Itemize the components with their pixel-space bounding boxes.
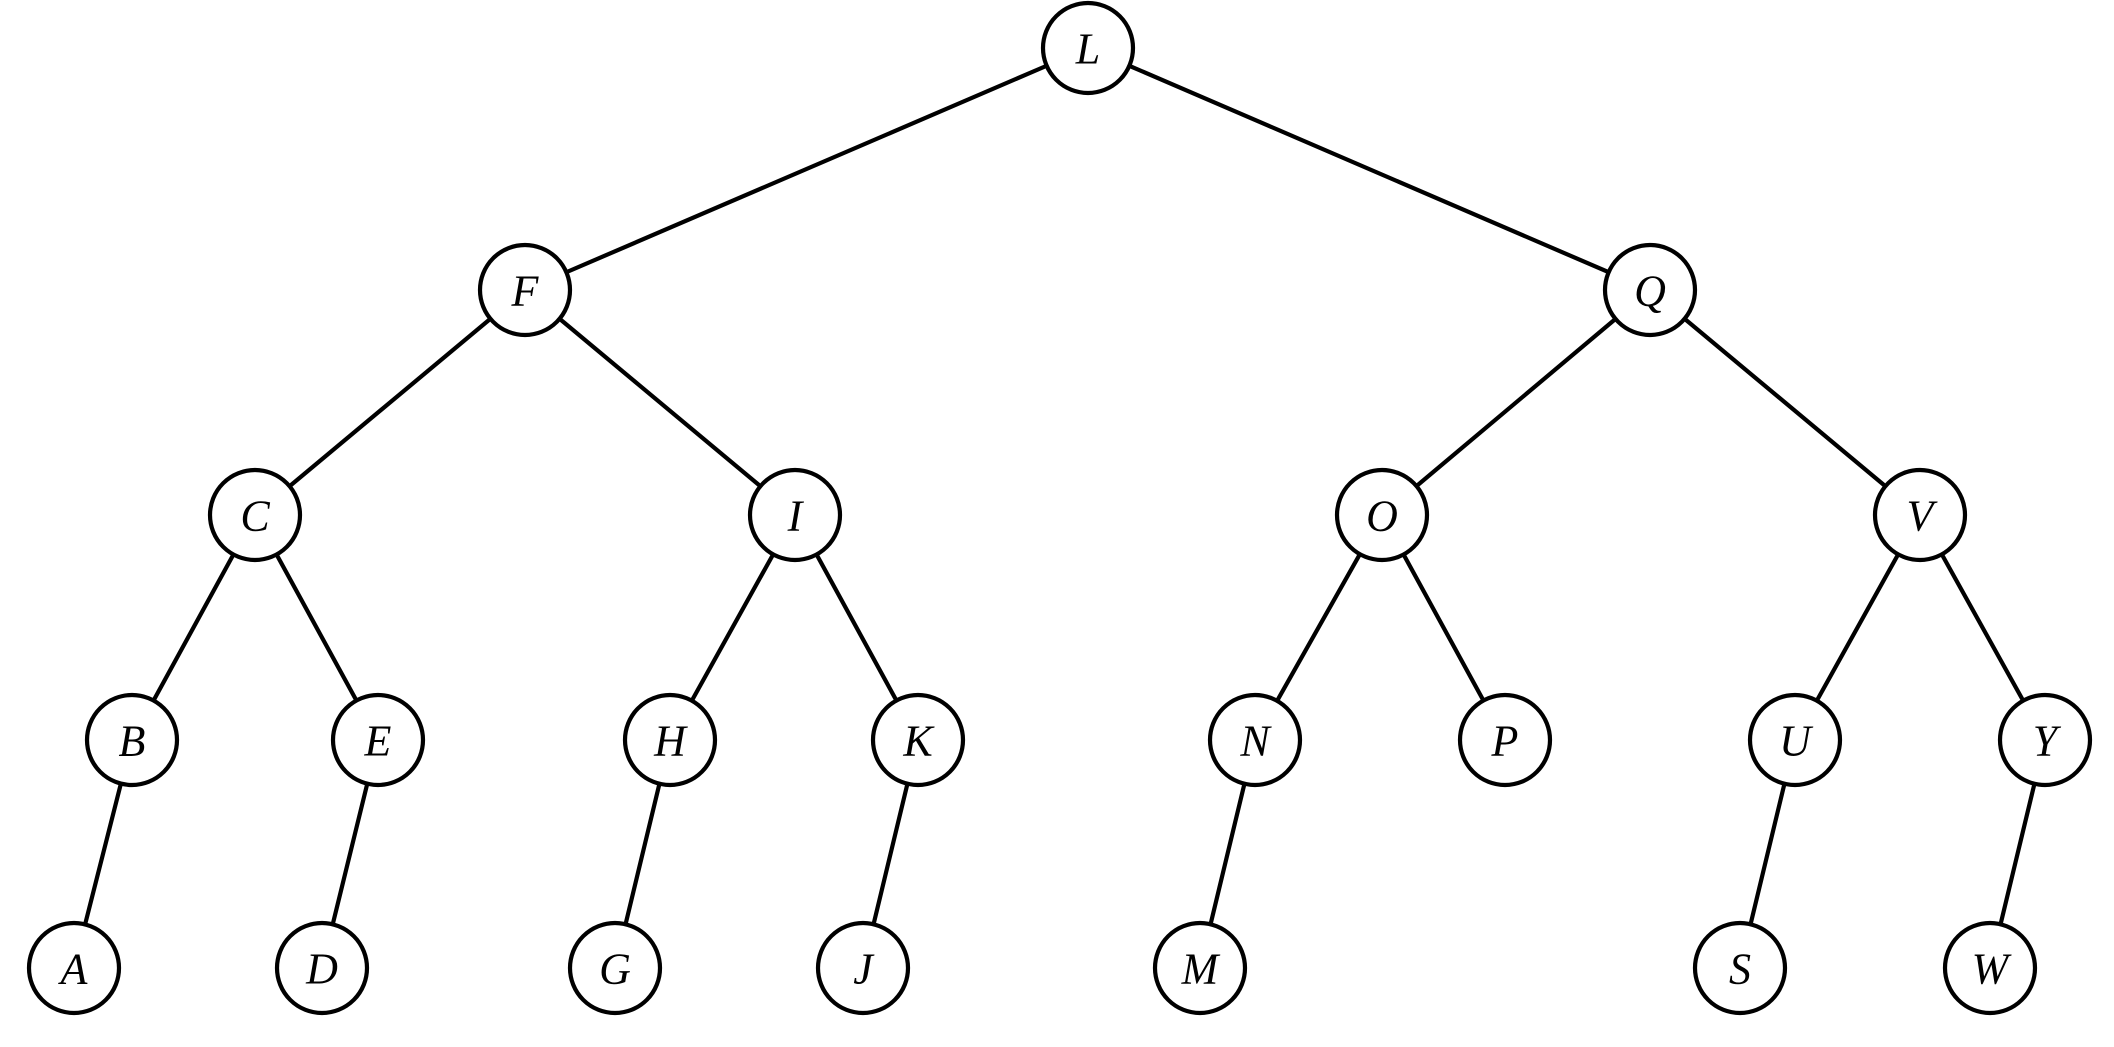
node-circle-m <box>1152 920 1248 1016</box>
tree-node-u[interactable]: U <box>1747 692 1843 788</box>
node-circle-q <box>1602 242 1698 338</box>
node-label-a: A <box>58 945 89 994</box>
node-label-d: D <box>305 945 338 994</box>
node-circle-e <box>330 692 426 788</box>
tree-node-w[interactable]: W <box>1942 920 2038 1016</box>
node-label-l: L <box>1075 25 1100 74</box>
node-circle-a <box>26 920 122 1016</box>
node-label-h: H <box>653 717 688 766</box>
node-label-n: N <box>1239 717 1272 766</box>
edge-l-to-q <box>1126 63 1612 275</box>
tree-node-m[interactable]: M <box>1152 920 1248 1016</box>
node-circle-h <box>622 692 718 788</box>
node-label-m: M <box>1181 945 1221 994</box>
tree-node-l[interactable]: L <box>1040 0 1136 96</box>
edge-e-to-d <box>330 780 370 928</box>
tree-node-b[interactable]: B <box>84 692 180 788</box>
tree-node-a[interactable]: A <box>26 920 122 1016</box>
node-label-p: P <box>1491 717 1519 766</box>
edge-o-to-n <box>1274 551 1363 704</box>
node-label-i: I <box>787 492 805 541</box>
node-circle-p <box>1457 692 1553 788</box>
tree-node-g[interactable]: G <box>567 920 663 1016</box>
node-circle-i <box>747 467 843 563</box>
node-circle-c <box>207 467 303 563</box>
node-circle-o <box>1334 467 1430 563</box>
tree-node-v[interactable]: V <box>1872 467 1968 563</box>
node-circle-j <box>815 920 911 1016</box>
edge-c-to-b <box>151 551 236 704</box>
edge-h-to-g <box>623 780 662 928</box>
tree-node-e[interactable]: E <box>330 692 426 788</box>
tree-node-c[interactable]: C <box>207 467 303 563</box>
edge-k-to-j <box>871 780 910 928</box>
tree-node-d[interactable]: D <box>274 920 370 1016</box>
node-circle-b <box>84 692 180 788</box>
edge-u-to-s <box>1748 780 1787 928</box>
node-circle-f <box>477 242 573 338</box>
node-circle-u <box>1747 692 1843 788</box>
edge-c-to-e <box>274 551 359 704</box>
edge-o-to-p <box>1401 551 1486 704</box>
node-label-o: O <box>1366 492 1398 541</box>
node-label-c: C <box>240 492 270 541</box>
tree-node-h[interactable]: H <box>622 692 718 788</box>
tree-node-o[interactable]: O <box>1334 467 1430 563</box>
node-label-b: B <box>119 717 146 766</box>
tree-node-k[interactable]: K <box>870 692 966 788</box>
tree-node-j[interactable]: J <box>815 920 911 1016</box>
node-label-q: Q <box>1634 267 1666 316</box>
edge-q-to-o <box>1413 316 1619 489</box>
edge-f-to-c <box>286 316 494 489</box>
node-label-v: V <box>1907 492 1939 541</box>
node-circle-s <box>1692 920 1788 1016</box>
edge-y-to-w <box>1998 780 2037 928</box>
tree-node-q[interactable]: Q <box>1602 242 1698 338</box>
node-circle-w <box>1942 920 2038 1016</box>
node-label-g: G <box>599 945 631 994</box>
node-circle-n <box>1207 692 1303 788</box>
edge-q-to-v <box>1681 316 1889 489</box>
node-label-u: U <box>1779 717 1814 766</box>
tree-node-s[interactable]: S <box>1692 920 1788 1016</box>
tree-node-y[interactable]: Y <box>1997 692 2093 788</box>
node-label-j: J <box>853 945 875 994</box>
edge-i-to-k <box>814 551 899 704</box>
tree-node-n[interactable]: N <box>1207 692 1303 788</box>
edge-l-to-f <box>563 63 1050 275</box>
edge-v-to-y <box>1939 551 2026 704</box>
tree-node-f[interactable]: F <box>477 242 573 338</box>
edge-b-to-a <box>82 780 124 928</box>
node-label-e: E <box>364 717 392 766</box>
node-circle-v <box>1872 467 1968 563</box>
edge-f-to-i <box>556 316 764 489</box>
node-label-w: W <box>1972 945 2012 994</box>
node-circle-l <box>1040 0 1136 96</box>
tree-node-p[interactable]: P <box>1457 692 1553 788</box>
node-label-y: Y <box>2033 717 2062 766</box>
tree-node-i[interactable]: I <box>747 467 843 563</box>
node-label-s: S <box>1729 945 1751 994</box>
node-label-k: K <box>902 717 935 766</box>
edges-layer <box>82 63 2037 928</box>
nodes-layer: L F Q C I O V B E H K N P U Y A D G J M S W <box>26 0 2093 1016</box>
node-circle-g <box>567 920 663 1016</box>
node-circle-y <box>1997 692 2093 788</box>
edge-v-to-u <box>1814 551 1901 704</box>
edge-i-to-h <box>689 551 776 704</box>
node-circle-k <box>870 692 966 788</box>
node-label-f: F <box>511 267 540 316</box>
edge-n-to-m <box>1208 780 1247 928</box>
node-circle-d <box>274 920 370 1016</box>
